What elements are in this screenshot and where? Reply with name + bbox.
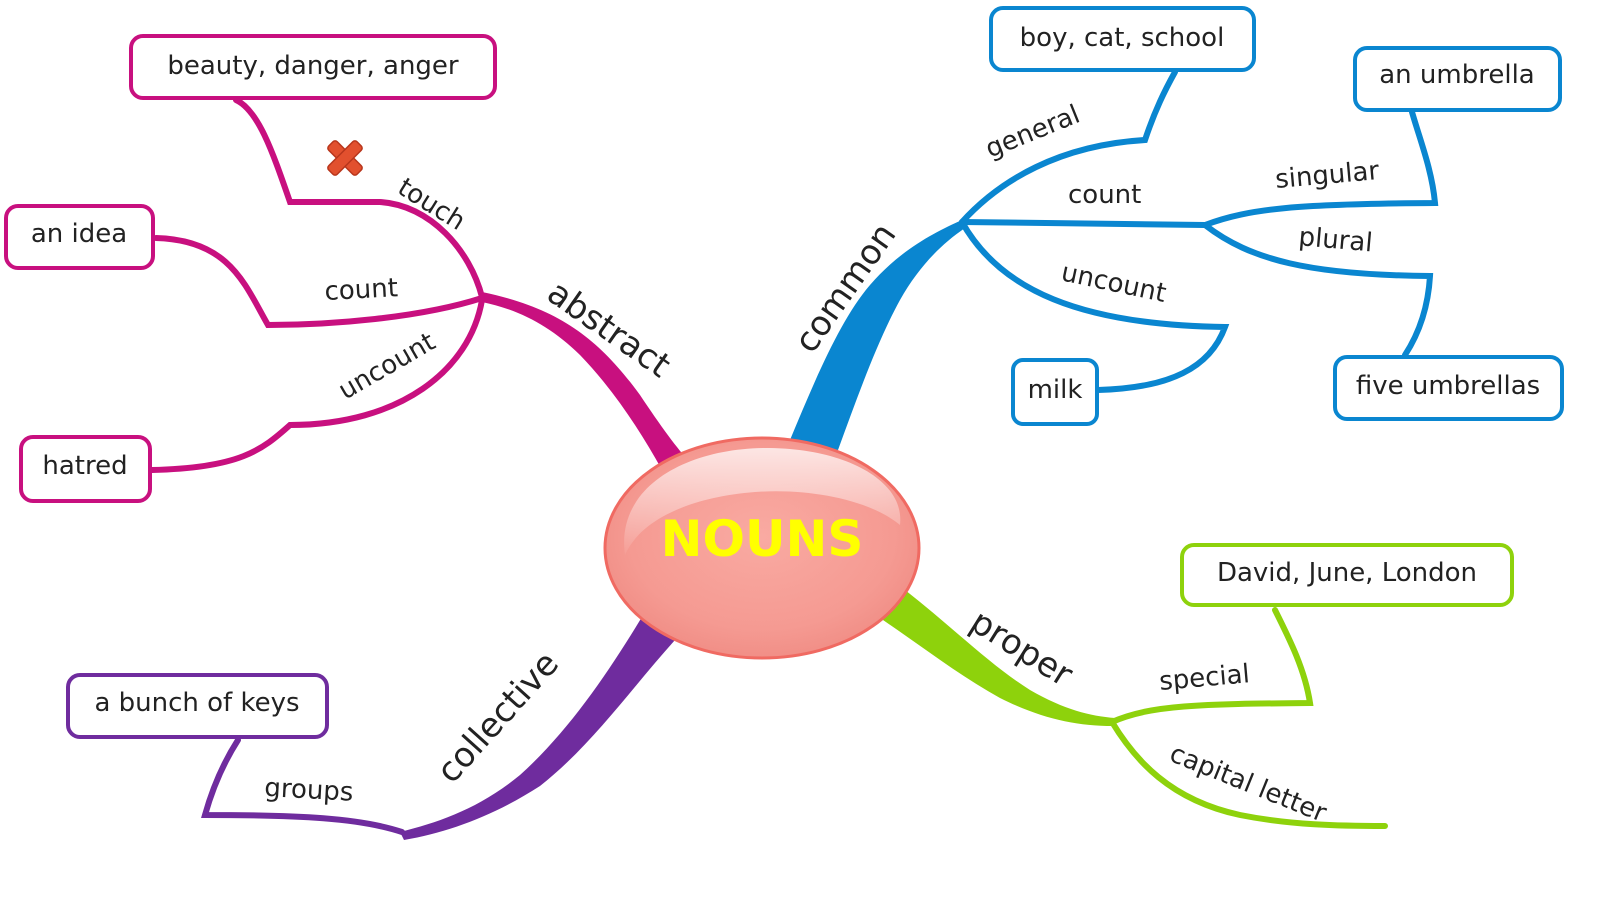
abstract-uncount-line <box>149 297 485 473</box>
collective-groups-line <box>201 737 405 835</box>
common-count-label: count <box>1068 180 1141 210</box>
abstract-count-box-text: an idea <box>31 219 127 249</box>
abstract-main-branch <box>482 292 690 470</box>
proper-special-line <box>1109 607 1314 725</box>
common-general-box <box>989 6 1256 72</box>
abstract-touch-label: touch <box>392 172 470 236</box>
common-singular-box <box>1353 46 1562 112</box>
common-plural-box-text: five umbrellas <box>1356 371 1540 401</box>
common-count-line <box>959 219 1208 228</box>
proper-capital-line <box>1109 719 1388 829</box>
common-singular-box-text: an umbrella <box>1379 60 1534 90</box>
branch-abstract: beauty, danger, anger an idea hatred abs… <box>4 34 690 503</box>
proper-special-label: special <box>1158 659 1251 697</box>
common-general-line <box>959 69 1178 225</box>
common-singular-line <box>1202 109 1439 228</box>
collective-main-branch <box>400 612 675 840</box>
common-main-branch <box>790 220 965 450</box>
center-node: NOUNS <box>603 436 921 660</box>
common-uncount-label: uncount <box>1059 258 1169 309</box>
abstract-count-line <box>153 235 485 329</box>
common-plural-label: plural <box>1297 222 1373 258</box>
common-general-box-text: boy, cat, school <box>1020 23 1225 53</box>
red-x-icon <box>327 140 363 176</box>
collective-groups-label: groups <box>264 773 355 808</box>
abstract-touch-box-text: beauty, danger, anger <box>167 51 459 81</box>
common-uncount-line <box>959 219 1230 393</box>
common-plural-box <box>1333 355 1564 421</box>
proper-special-box <box>1180 543 1514 607</box>
common-uncount-box-text: milk <box>1028 375 1083 405</box>
abstract-uncount-box <box>19 435 152 503</box>
proper-special-box-text: David, June, London <box>1217 558 1477 588</box>
branch-proper: David, June, London proper special capit… <box>880 543 1514 829</box>
abstract-count-label: count <box>324 273 399 307</box>
proper-main-branch <box>880 590 1115 726</box>
common-uncount-box <box>1011 358 1099 426</box>
abstract-uncount-box-text: hatred <box>42 451 127 481</box>
branch-common: boy, cat, school an umbrella five umbrel… <box>787 6 1564 450</box>
abstract-uncount-label: uncount <box>334 327 441 406</box>
common-singular-label: singular <box>1274 156 1381 195</box>
abstract-touch-line <box>233 97 485 300</box>
common-plural-line <box>1202 222 1434 358</box>
center-node-label: NOUNS <box>661 510 864 568</box>
collective-groups-box-text: a bunch of keys <box>94 688 299 718</box>
center-node-gloss <box>624 447 901 555</box>
collective-groups-box <box>66 673 329 739</box>
abstract-count-box <box>4 204 155 270</box>
branch-collective: a bunch of keys collective groups <box>66 612 675 840</box>
abstract-touch-box <box>129 34 497 100</box>
